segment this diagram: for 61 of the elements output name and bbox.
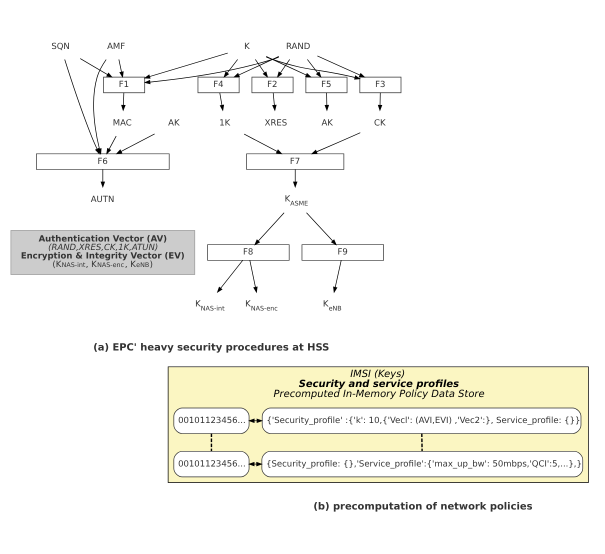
node-text: K$_{ASME}$ (284, 194, 308, 208)
node-text: AMF (107, 42, 126, 52)
arrow (266, 56, 312, 78)
arrow (254, 59, 268, 78)
arrow (118, 59, 124, 78)
arrow (272, 92, 277, 112)
arrow (324, 92, 330, 112)
node-box: 00101123456... (173, 450, 250, 478)
arrow (317, 56, 366, 78)
node-text: AUTN (90, 195, 114, 206)
arrow (307, 59, 322, 78)
arrow (292, 169, 298, 188)
label: (a) EPC' heavy security procedures at HSS (93, 342, 330, 354)
node-box: F3 (359, 76, 402, 94)
node-text: RAND (286, 42, 310, 52)
arrow (116, 134, 155, 154)
arrow (310, 132, 361, 154)
arrow (219, 92, 224, 112)
arrow (80, 58, 113, 78)
arrow (250, 260, 258, 294)
node-box: F2 (252, 76, 294, 94)
node-text: 1K (219, 118, 230, 128)
node-text: AK (321, 118, 333, 128)
node-text: K$_{eNB}$ (322, 300, 342, 313)
arrow (223, 59, 238, 78)
node-box: F9 (302, 244, 384, 261)
node-text: CK (374, 118, 386, 128)
label: (b) precomputation of network policies (313, 501, 532, 512)
node-text: SQN (51, 42, 70, 52)
node-box: F5 (306, 76, 348, 94)
node-text: K$_{NAS-int}$ (195, 300, 225, 313)
arrow (106, 136, 117, 155)
node-box: F4 (198, 76, 240, 94)
node-text: MAC (112, 118, 132, 128)
arrow (144, 52, 228, 79)
node-box: 00101123456... (173, 408, 250, 434)
node-text: AK (168, 118, 180, 128)
node-box: F8 (207, 244, 290, 261)
connector (210, 434, 212, 452)
arrow (333, 260, 342, 294)
node-box: F1 (103, 76, 146, 94)
arrow (276, 59, 290, 78)
node-text: K$_{NAS-enc}$ (245, 300, 278, 313)
arrow (244, 134, 283, 154)
arrow (306, 212, 337, 246)
connector (421, 434, 423, 452)
arrow (233, 56, 280, 78)
arrow (266, 56, 361, 80)
arrow (121, 92, 126, 112)
node-box: {'Security_profile' :{'k': 10,{'Vecl': (AVI,EVI) ,'Vec2':}, Service_profile: {}} (262, 408, 582, 434)
node-text: XRES (264, 118, 288, 128)
node-box: {Security_profile: {},'Service_profile':{'max_up_bw': 50mbps,'QCI':5,...},} (262, 450, 584, 478)
node-box: F6 (36, 153, 170, 170)
arrow (254, 212, 284, 246)
arrow (144, 56, 280, 84)
node-text: K (244, 42, 250, 52)
node-box: F7 (246, 153, 344, 170)
arrow (378, 92, 382, 112)
arrow (100, 169, 106, 188)
arrow (216, 260, 244, 294)
arrow (248, 462, 263, 466)
